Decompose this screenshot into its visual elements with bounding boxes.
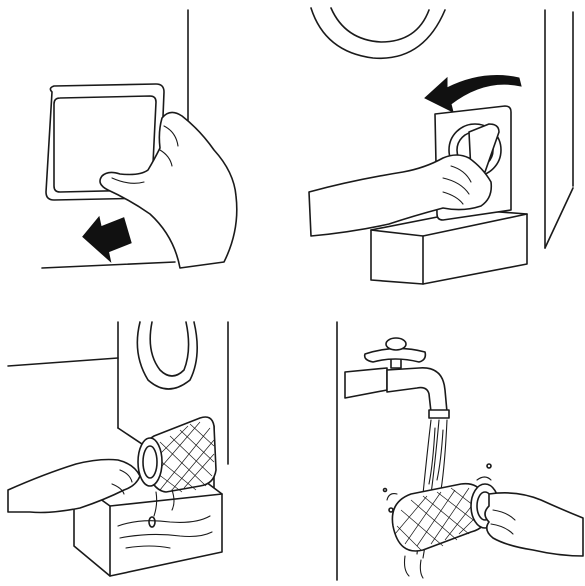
drain-filter-icon — [138, 417, 216, 492]
drain-filter-icon — [392, 484, 499, 551]
hand-icon — [485, 493, 583, 556]
panel-turn-filter — [293, 0, 585, 292]
tap-icon — [345, 338, 449, 418]
panel-4-drawing — [293, 294, 585, 586]
panel-rinse-filter — [293, 294, 585, 586]
panel-remove-filter — [0, 294, 292, 586]
panel-open-flap — [0, 0, 292, 292]
up-arrow-icon — [79, 212, 134, 267]
panel-3-drawing — [0, 294, 292, 586]
panel-1-drawing — [0, 0, 292, 292]
panel-2-drawing — [293, 0, 585, 292]
